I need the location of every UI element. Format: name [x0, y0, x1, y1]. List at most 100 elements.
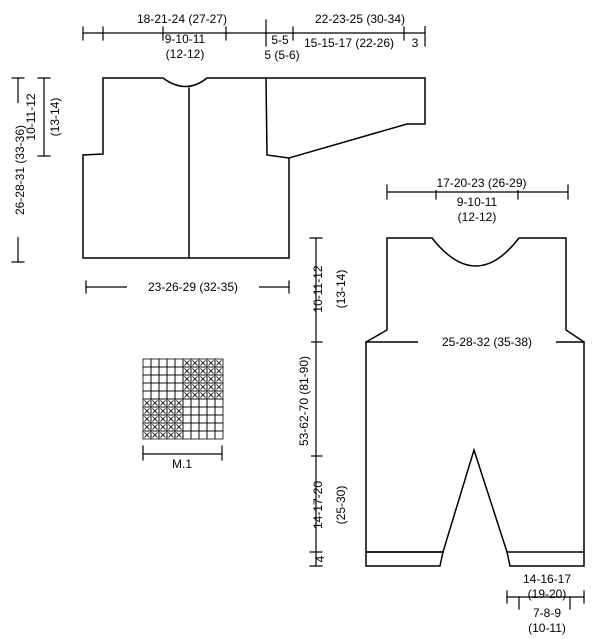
chart-cell: [143, 383, 151, 391]
overalls-total-height-label: 53-62-70 (81-90): [297, 339, 311, 463]
chart-cross-mark: ×: [143, 406, 151, 417]
overalls-side-dimensions: [310, 238, 322, 566]
chart-cross-mark: ×: [191, 374, 199, 385]
overalls-bib-height-label: 10-11-12: [311, 265, 325, 313]
chart-cell: [175, 375, 183, 383]
chart-cross-mark: ×: [207, 366, 215, 377]
overalls-leg-width-label: 14-16-17: [522, 572, 572, 586]
chart-cross-mark: ×: [215, 382, 223, 393]
chart-cell: [159, 383, 167, 391]
chart-cell: [175, 359, 183, 367]
chart-cross-mark: ×: [215, 366, 223, 377]
chart-cell: [175, 367, 183, 375]
chart-cell: [167, 375, 175, 383]
chart-cross-mark: ×: [151, 414, 159, 425]
chart-cross-mark: ×: [151, 422, 159, 433]
chart-cross-mark: ×: [175, 430, 183, 441]
chart-cell: [191, 415, 199, 423]
overalls-bib-height-label-b: (13-14): [334, 269, 348, 309]
chart-cell: [215, 431, 223, 439]
overalls-cuff-width-label: 7-8-9: [532, 606, 561, 620]
cardigan-shoulder-step-label-b: 5 (5-6): [264, 48, 300, 62]
cardigan-neck-width-label-b: (12-12): [165, 47, 205, 61]
chart-cell: [199, 431, 207, 439]
chart-cross-mark: ×: [207, 382, 215, 393]
chart-cross-mark: ×: [191, 390, 199, 401]
chart-cell: [167, 383, 175, 391]
chart-cell: [191, 431, 199, 439]
overalls-bottom-dimensions: [507, 591, 584, 609]
overalls-leg-width-label-b: (19-20): [527, 587, 567, 601]
chart-cross-mark: ×: [207, 374, 215, 385]
chart-cell: [151, 359, 159, 367]
chart-cross-mark: ×: [183, 382, 191, 393]
chart-cross-mark: ×: [167, 422, 175, 433]
chart-cross-mark: ×: [159, 414, 167, 425]
cardigan-outline: [83, 78, 425, 258]
chart-cell: [183, 431, 191, 439]
cardigan-sleeve-length-label: 15-15-17 (22-26): [303, 36, 395, 50]
chart-cell: [199, 415, 207, 423]
chart-cell: [199, 407, 207, 415]
chart-cross-mark: ×: [151, 406, 159, 417]
cardigan-armhole-height-label-b: (13-14): [48, 97, 62, 137]
chart-cross-mark: ×: [175, 398, 183, 409]
m1-chart-dimension: [143, 446, 222, 460]
chart-cell: [167, 359, 175, 367]
chart-cell: [183, 407, 191, 415]
chart-cell: [167, 367, 175, 375]
chart-cell: [183, 415, 191, 423]
chart-cross-mark: ×: [143, 414, 151, 425]
overalls-cuff-label: 4: [313, 555, 327, 563]
chart-cell: [143, 375, 151, 383]
chart-cross-mark: ×: [199, 366, 207, 377]
overalls-cuff-width-label-b: (10-11): [528, 621, 566, 635]
chart-cross-mark: ×: [215, 390, 223, 401]
chart-cross-mark: ×: [167, 406, 175, 417]
chart-cell: [159, 367, 167, 375]
chart-cross-mark: ×: [175, 422, 183, 433]
right-leg-cuff: [507, 552, 584, 566]
m1-chart-grid: ××××××××××××××××××××××××××××××××××××××××…: [143, 358, 223, 441]
chart-cell: [175, 383, 183, 391]
chart-cross-mark: ×: [143, 430, 151, 441]
chart-cross-mark: ×: [183, 358, 191, 369]
overalls-neck-width-label: 9-10-11: [456, 195, 498, 209]
chart-cell: [151, 375, 159, 383]
chart-cross-mark: ×: [191, 358, 199, 369]
chart-cross-mark: ×: [207, 358, 215, 369]
chart-cell: [151, 383, 159, 391]
chart-cross-mark: ×: [215, 374, 223, 385]
chart-cell: [207, 423, 215, 431]
chart-cell: [215, 415, 223, 423]
chart-cross-mark: ×: [183, 374, 191, 385]
chart-cell: [207, 415, 215, 423]
chart-cell: [215, 407, 223, 415]
chart-cross-mark: ×: [167, 398, 175, 409]
chart-cell: [183, 423, 191, 431]
overalls-leg-height-label: 14-17-20: [311, 480, 325, 530]
overalls-neck-width-label-b: (12-12): [457, 210, 497, 224]
chart-cell: [143, 359, 151, 367]
cardigan-neck-width-label: 9-10-11: [164, 32, 206, 46]
cardigan-cuff-label: 3: [411, 36, 419, 50]
chart-cross-mark: ×: [159, 398, 167, 409]
chart-cross-mark: ×: [183, 390, 191, 401]
cardigan-sleeve-total-label: 22-23-25 (30-34): [293, 12, 427, 26]
chart-cross-mark: ×: [199, 390, 207, 401]
chart-cross-mark: ×: [191, 366, 199, 377]
chart-cross-mark: ×: [215, 358, 223, 369]
chart-cross-mark: ×: [159, 406, 167, 417]
chart-cross-mark: ×: [191, 382, 199, 393]
chart-cell: [143, 367, 151, 375]
chart-cell: [191, 407, 199, 415]
chart-cross-mark: ×: [199, 358, 207, 369]
overalls-top-width-label: 17-20-23 (26-29): [417, 176, 546, 190]
chart-cell: [207, 431, 215, 439]
chart-cell: [215, 423, 223, 431]
chart-cross-mark: ×: [167, 430, 175, 441]
m1-chart-label: M.1: [171, 457, 192, 471]
chart-cell: [151, 367, 159, 375]
